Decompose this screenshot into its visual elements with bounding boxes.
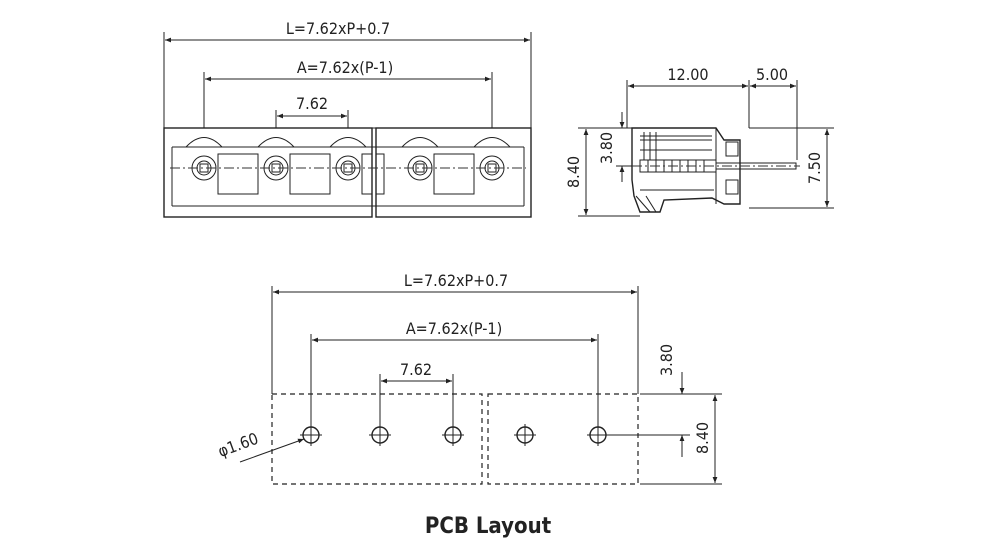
hole-diameter-label: φ1.60 [215, 429, 261, 461]
pcb-height-label: 8.40 [693, 422, 712, 454]
pcb-span-label: A=7.62x(P-1) [406, 319, 502, 338]
side-view: 12.00 5.00 8.40 3.80 7.50 [564, 65, 834, 217]
pcb-hole [442, 424, 464, 446]
side-body-height-label: 8.40 [564, 156, 583, 188]
pcb-offset-label: 3.80 [657, 344, 676, 376]
side-depth-label: 12.00 [667, 65, 708, 84]
front-span-label: A=7.62x(P-1) [297, 58, 393, 77]
pcb-hole [369, 424, 391, 446]
pcb-hole [587, 424, 609, 446]
front-pitch-label: 7.62 [296, 94, 328, 113]
side-pin-length-label: 5.00 [756, 65, 788, 84]
front-view: L=7.62xP+0.7 A=7.62x(P-1) 7.62 [163, 19, 532, 218]
side-height-label: 7.50 [805, 152, 824, 184]
pcb-hole [514, 424, 536, 446]
front-length-label: L=7.62xP+0.7 [286, 19, 390, 38]
pcb-hole [300, 424, 322, 446]
side-offset-label: 3.80 [597, 132, 616, 164]
pcb-layout-caption: PCB Layout [425, 514, 552, 539]
hole-diameter-leader [239, 438, 305, 463]
pcb-length-label: L=7.62xP+0.7 [404, 271, 508, 290]
pcb-layout: L=7.62xP+0.7 A=7.62x(P-1) 7.62 3.80 8.40 [215, 271, 722, 539]
pcb-pitch-label: 7.62 [400, 360, 432, 379]
